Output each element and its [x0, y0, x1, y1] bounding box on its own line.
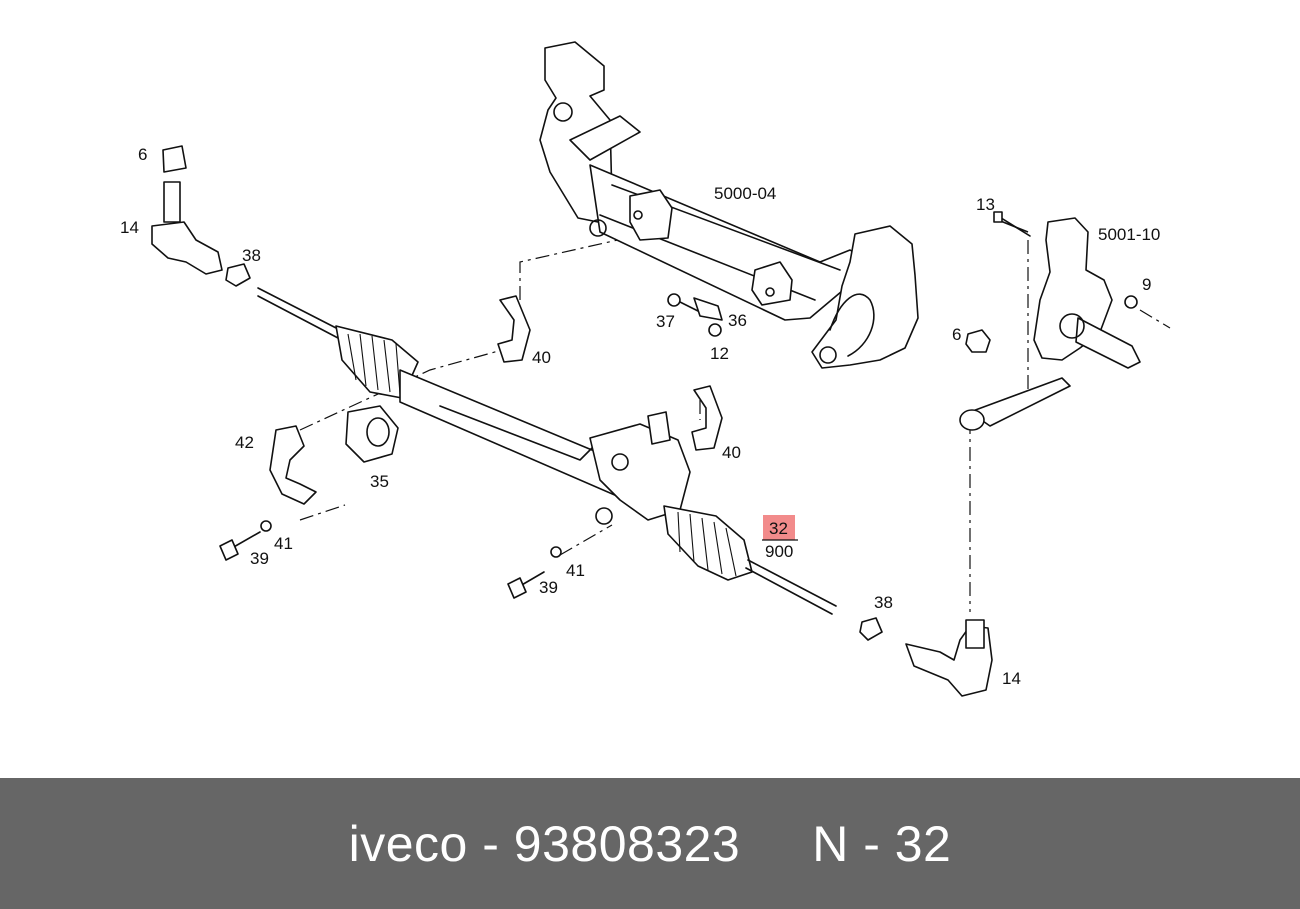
steering-rack-exploded-diagram: 6 14 38 40 42 35 39 41 40 39 41 32 900 3… — [120, 41, 1171, 697]
callout-900: 900 — [765, 542, 793, 561]
steering-rack-assembly — [257, 287, 837, 615]
callout-42: 42 — [235, 433, 254, 452]
rack-bolts — [219, 520, 562, 599]
right-tie-rod-end — [859, 617, 993, 697]
callout-12: 12 — [710, 344, 729, 363]
callout-14-right: 14 — [1002, 669, 1021, 688]
callout-32[interactable]: 32 — [769, 519, 788, 538]
callout-38-right: 38 — [874, 593, 893, 612]
callout-13: 13 — [976, 195, 995, 214]
front-crossmember — [539, 41, 919, 369]
callout-9: 9 — [1142, 275, 1151, 294]
callout-14-left: 14 — [120, 218, 139, 237]
callout-39-left: 39 — [250, 549, 269, 568]
callout-36: 36 — [728, 311, 747, 330]
callout-40-upper: 40 — [532, 348, 551, 367]
callout-32-highlight — [763, 515, 795, 540]
part-number-banner: iveco - 93808323 N - 32 — [0, 778, 1300, 909]
callout-41-left: 41 — [274, 534, 293, 553]
assembly-leader-lines — [299, 234, 1171, 612]
callout-39-right: 39 — [539, 578, 558, 597]
callout-5001-10: 5001-10 — [1098, 225, 1160, 244]
callout-6-left: 6 — [138, 145, 147, 164]
callout-labels: 6 14 38 40 42 35 39 41 40 39 41 32 900 3… — [120, 145, 1160, 688]
callout-6-right: 6 — [952, 325, 961, 344]
callout-5000-04: 5000-04 — [714, 184, 776, 203]
callout-40-lower: 40 — [722, 443, 741, 462]
steering-knuckle — [959, 211, 1141, 431]
callout-35: 35 — [370, 472, 389, 491]
callout-37: 37 — [656, 312, 675, 331]
callout-38-left: 38 — [242, 246, 261, 265]
callout-41-right: 41 — [566, 561, 585, 580]
bracket-fasteners — [667, 293, 723, 337]
left-tie-rod-end — [151, 145, 251, 287]
part-number-label: iveco - 93808323 N - 32 — [348, 815, 952, 872]
mounting-clamps — [269, 295, 723, 505]
